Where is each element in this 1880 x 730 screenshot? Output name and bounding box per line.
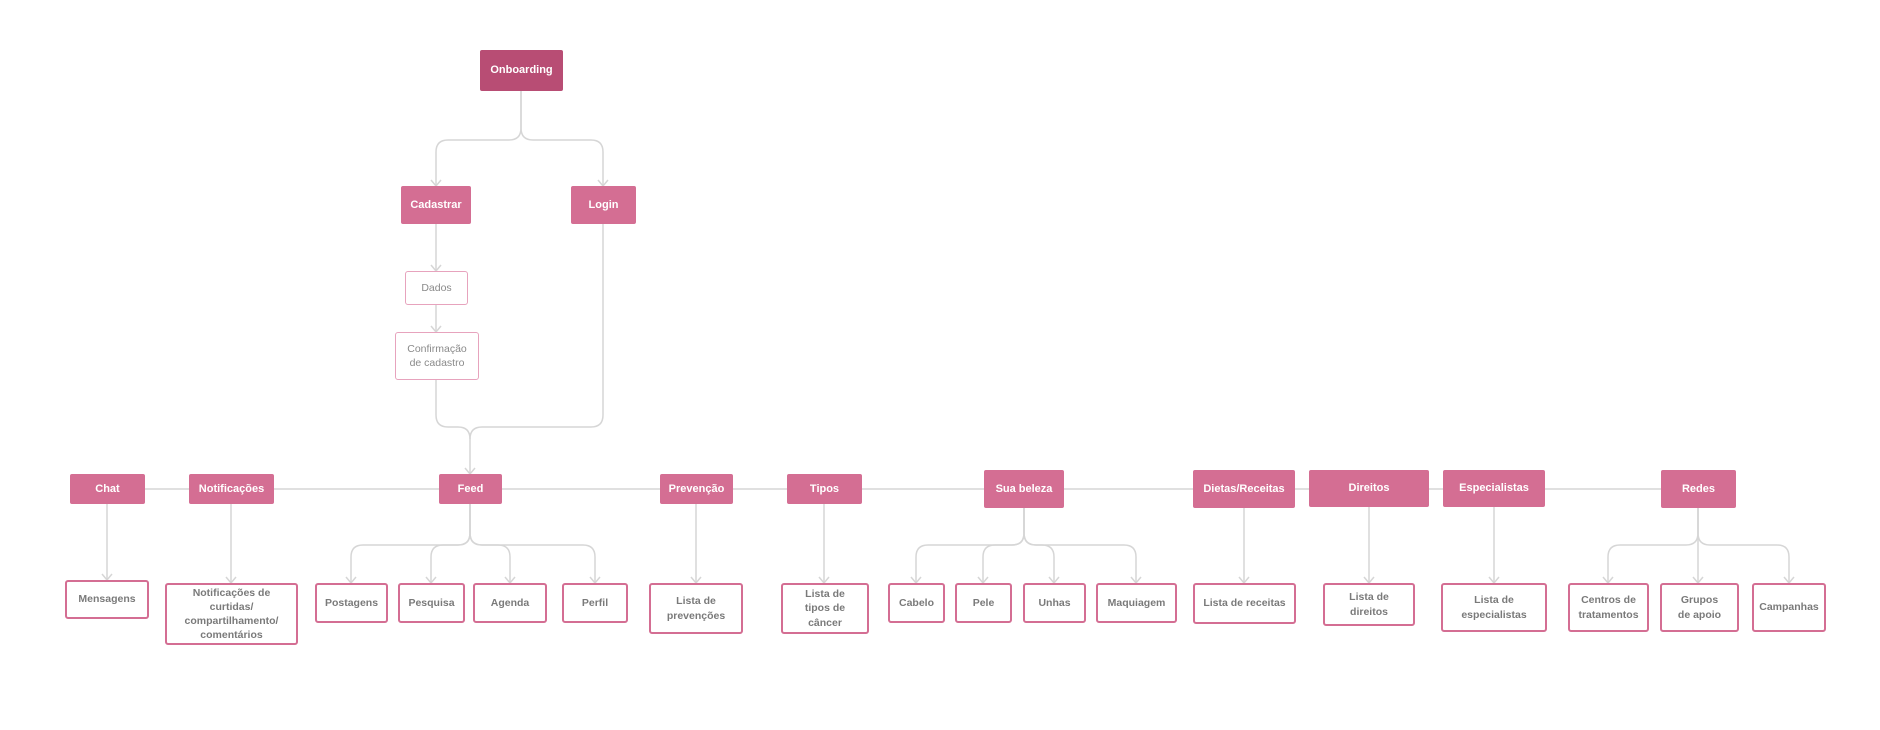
- node-sua-beleza[interactable]: Sua beleza: [984, 470, 1064, 508]
- login-to-feed: [469, 224, 604, 440]
- feed-to-postagens: [350, 504, 471, 583]
- node-agenda[interactable]: Agenda: [473, 583, 547, 623]
- node-grupos-apoio[interactable]: Grupos de apoio: [1660, 583, 1739, 632]
- node-chat[interactable]: Chat: [70, 474, 145, 504]
- node-lista-tipos[interactable]: Lista de tipos de câncer: [781, 583, 869, 634]
- node-maquiagem[interactable]: Maquiagem: [1096, 583, 1177, 623]
- node-especialistas[interactable]: Especialistas: [1443, 470, 1545, 507]
- beleza-to-maquiagem: [1023, 508, 1137, 583]
- redes-to-centros: [1607, 508, 1699, 583]
- node-direitos[interactable]: Direitos: [1309, 470, 1429, 507]
- node-cabelo[interactable]: Cabelo: [888, 583, 945, 623]
- node-mensagens[interactable]: Mensagens: [65, 580, 149, 619]
- node-campanhas[interactable]: Campanhas: [1752, 583, 1826, 632]
- node-notificacoes-detalhe[interactable]: Notificações de curtidas/ compartilhamen…: [165, 583, 298, 645]
- node-dados[interactable]: Dados: [405, 271, 468, 305]
- node-login[interactable]: Login: [571, 186, 636, 224]
- node-perfil[interactable]: Perfil: [562, 583, 628, 623]
- feed-to-perfil: [469, 504, 596, 583]
- node-lista-especialistas[interactable]: Lista de especialistas: [1441, 583, 1547, 632]
- node-feed[interactable]: Feed: [439, 474, 502, 504]
- node-confirmacao[interactable]: Confirmação de cadastro: [395, 332, 479, 380]
- node-notificacoes[interactable]: Notificações: [189, 474, 274, 504]
- node-redes[interactable]: Redes: [1661, 470, 1736, 508]
- redes-to-campanhas: [1697, 508, 1790, 583]
- node-pesquisa[interactable]: Pesquisa: [398, 583, 465, 623]
- node-pele[interactable]: Pele: [955, 583, 1012, 623]
- feed-to-pesquisa: [430, 504, 471, 583]
- node-lista-direitos[interactable]: Lista de direitos: [1323, 583, 1415, 626]
- node-dietas-receitas[interactable]: Dietas/Receitas: [1193, 470, 1295, 508]
- node-lista-receitas[interactable]: Lista de receitas: [1193, 583, 1296, 624]
- onboarding-to-login: [520, 91, 604, 186]
- onboarding-to-cadastrar: [435, 91, 522, 186]
- node-unhas[interactable]: Unhas: [1023, 583, 1086, 623]
- node-postagens[interactable]: Postagens: [315, 583, 388, 623]
- node-tipos[interactable]: Tipos: [787, 474, 862, 504]
- node-lista-prevencoes[interactable]: Lista de prevenções: [649, 583, 743, 634]
- beleza-to-pele: [982, 508, 1025, 583]
- node-cadastrar[interactable]: Cadastrar: [401, 186, 471, 224]
- node-centros-tratamentos[interactable]: Centros de tratamentos: [1568, 583, 1649, 632]
- confirmacao-to-feed: [435, 380, 471, 474]
- node-onboarding[interactable]: Onboarding: [480, 50, 563, 91]
- node-prevencao[interactable]: Prevenção: [660, 474, 733, 504]
